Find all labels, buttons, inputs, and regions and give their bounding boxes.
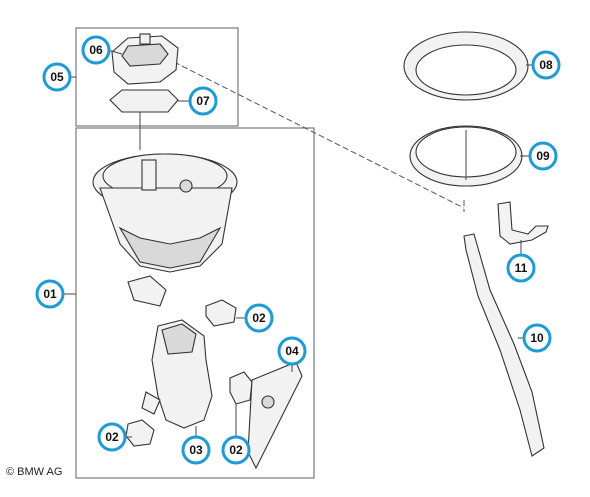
part-02-clip-lower (125, 419, 155, 447)
svg-text:07: 07 (196, 94, 210, 108)
part-02-clip-middle (229, 371, 253, 405)
svg-text:02: 02 (229, 443, 243, 457)
callout-02-lower[interactable]: 02 (97, 422, 127, 452)
svg-text:08: 08 (539, 58, 553, 72)
part-06-flange-cap (111, 33, 179, 85)
svg-text:04: 04 (285, 344, 299, 358)
svg-text:06: 06 (89, 43, 103, 57)
part-10-level-sensor-arm (463, 233, 545, 457)
part-04-filter (247, 361, 303, 470)
callout-02-upper[interactable]: 02 (244, 303, 274, 333)
part-03-pump-motor (141, 319, 213, 429)
callout-02-middle[interactable]: 02 (221, 435, 251, 465)
part-11-bracket (497, 201, 549, 245)
svg-text:02: 02 (252, 311, 266, 325)
callout-11[interactable]: 11 (506, 253, 536, 283)
detail-box-01 (75, 127, 315, 479)
svg-text:03: 03 (189, 443, 203, 457)
part-08-lock-ring (403, 31, 529, 101)
part-01-pump-housing (92, 153, 238, 307)
svg-text:09: 09 (536, 149, 550, 163)
callout-05[interactable]: 05 (42, 62, 72, 92)
svg-text:05: 05 (50, 70, 64, 84)
callout-04[interactable]: 04 (277, 336, 307, 366)
callout-08[interactable]: 08 (531, 50, 561, 80)
copyright-notice: © BMW AG (6, 466, 63, 478)
part-07-gasket (109, 89, 179, 113)
svg-text:01: 01 (43, 287, 57, 301)
callout-06[interactable]: 06 (81, 35, 111, 65)
callout-01[interactable]: 01 (35, 279, 65, 309)
callout-07[interactable]: 07 (188, 86, 218, 116)
svg-text:02: 02 (105, 430, 119, 444)
part-02-clip-upper (205, 299, 237, 327)
reference-dashed-line (173, 61, 465, 209)
svg-text:10: 10 (530, 331, 544, 345)
callout-10[interactable]: 10 (522, 323, 552, 353)
callout-03[interactable]: 03 (181, 435, 211, 465)
svg-text:11: 11 (515, 261, 528, 275)
callout-09[interactable]: 09 (528, 141, 558, 171)
part-09-seal-ring (409, 125, 523, 187)
